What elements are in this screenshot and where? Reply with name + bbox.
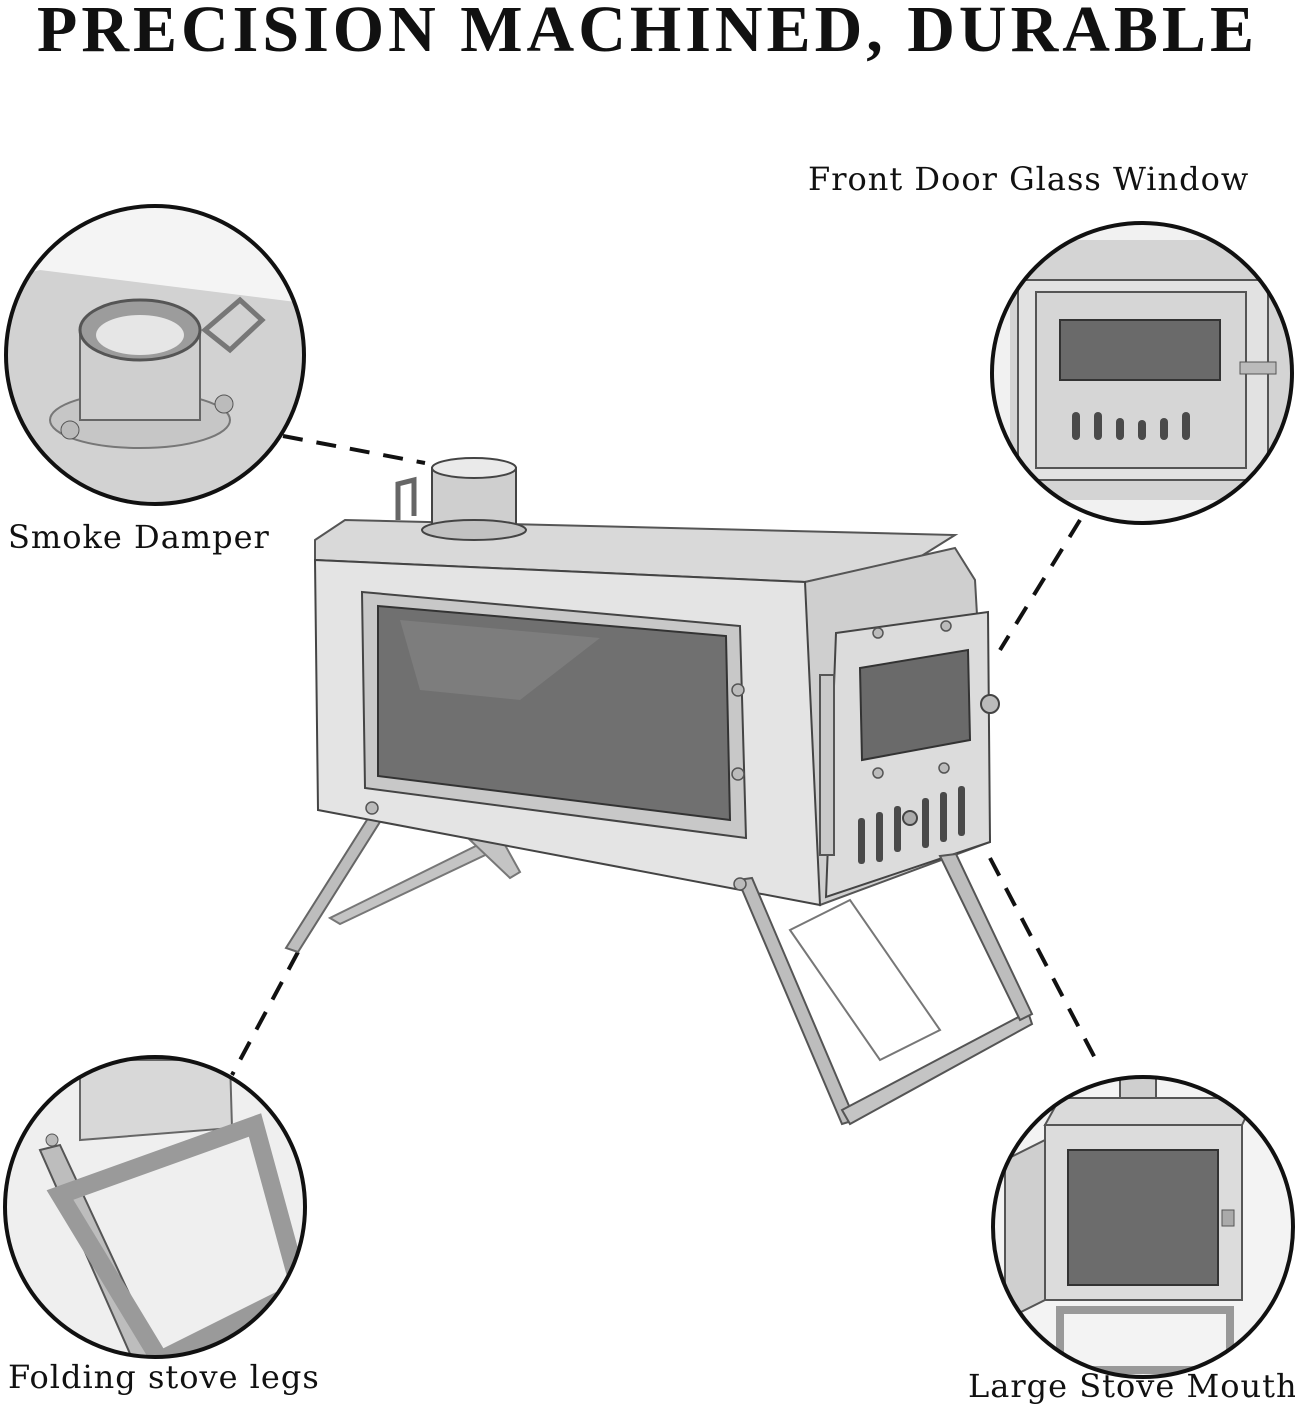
headline: PRECISION MACHINED, DURABLE bbox=[37, 0, 1258, 66]
label-large-stove-mouth: Large Stove Mouth bbox=[968, 1367, 1295, 1405]
stove-main bbox=[284, 457, 1034, 1126]
connector-smoke-damper bbox=[282, 434, 426, 465]
connector-front-door bbox=[998, 518, 1082, 652]
detail-smoke-damper bbox=[4, 204, 306, 506]
connector-lines bbox=[230, 434, 1098, 1076]
detail-folding-legs bbox=[3, 1055, 307, 1359]
label-folding-stove-legs: Folding stove legs bbox=[8, 1358, 320, 1396]
label-front-door-glass-window: Front Door Glass Window bbox=[808, 160, 1250, 198]
connector-legs bbox=[230, 951, 300, 1076]
detail-front-door bbox=[990, 221, 1294, 525]
front-leg bbox=[736, 876, 857, 1126]
side-door-window bbox=[858, 648, 972, 762]
back-leg bbox=[284, 804, 393, 954]
connector-mouth bbox=[988, 857, 1098, 1061]
side-door-vents bbox=[858, 786, 965, 864]
detail-stove-mouth bbox=[991, 1075, 1295, 1379]
label-smoke-damper: Smoke Damper bbox=[8, 518, 270, 556]
